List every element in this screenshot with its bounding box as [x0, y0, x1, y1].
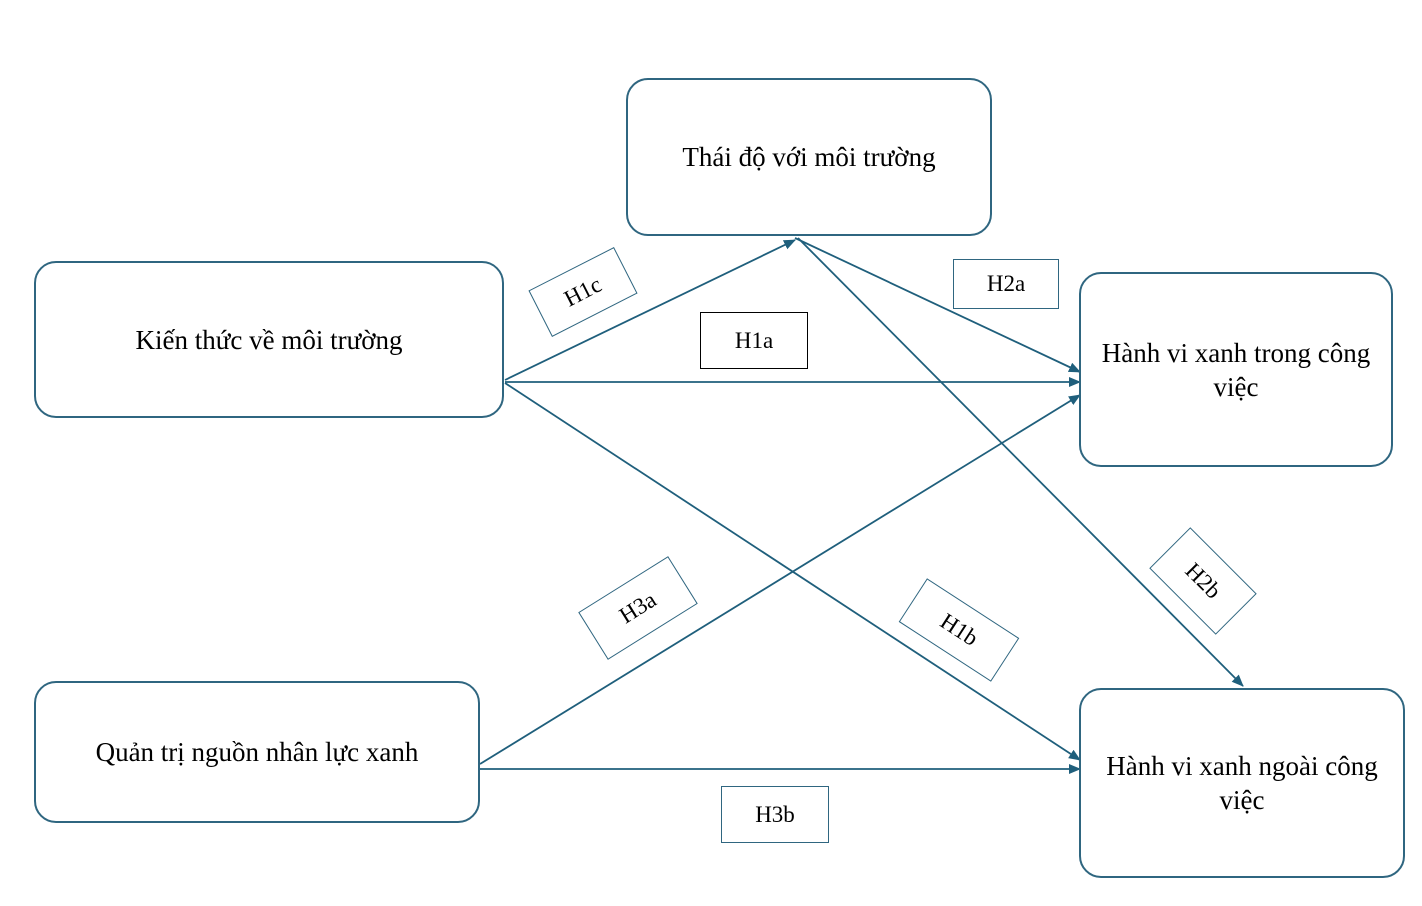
hypothesis-h1a: H1a [700, 312, 808, 369]
node-knowledge: Kiến thức về môi trường [34, 261, 504, 418]
hypothesis-h3b: H3b [721, 786, 829, 843]
hypothesis-h1b-label: H1b [935, 608, 983, 651]
node-green-work: Hành vi xanh trong công việc [1079, 272, 1393, 467]
node-attitude-label: Thái độ với môi trường [682, 142, 936, 172]
node-ghrm-label: Quản trị nguồn nhân lực xanh [95, 737, 419, 767]
arrow-h2a [794, 237, 1081, 373]
node-attitude: Thái độ với môi trường [626, 78, 992, 236]
hypothesis-h1c-label: H1c [560, 271, 606, 312]
hypothesis-h1a-label: H1a [734, 327, 774, 353]
node-green-nonwork-label: Hành vi xanh ngoài công việc [1106, 751, 1378, 815]
node-green-work-label: Hành vi xanh trong công việc [1101, 337, 1371, 402]
hypothesis-h2b-label: H2b [1180, 557, 1227, 604]
hypothesis-h3a-label: H3a [614, 586, 661, 629]
node-green-nonwork: Hành vi xanh ngoài công việc [1079, 688, 1405, 878]
hypothesis-h2a-label: H2a [986, 271, 1026, 296]
node-knowledge-label: Kiến thức về môi trường [135, 324, 403, 355]
node-ghrm: Quản trị nguồn nhân lực xanh [34, 681, 480, 823]
arrow-h1c [504, 239, 796, 381]
arrow-h2b [797, 237, 1244, 687]
arrow-h3a [479, 394, 1081, 765]
hypothesis-h3b-label: H3b [755, 801, 795, 827]
hypothesis-h2a: H2a [953, 259, 1059, 309]
